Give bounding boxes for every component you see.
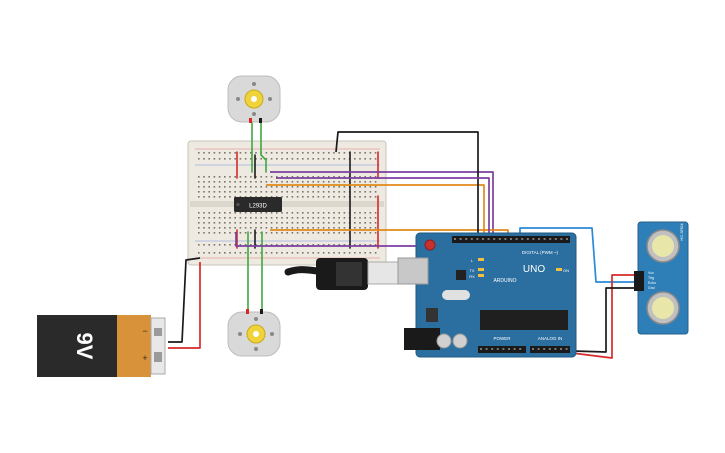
sensor-pin-gnd: Gnd xyxy=(648,286,655,290)
arduino-l-label: L xyxy=(471,258,474,263)
breadboard-holes xyxy=(198,152,377,254)
wire-battery-red xyxy=(168,262,201,349)
power-analog-header-pins xyxy=(480,348,568,350)
battery-voltage-label: 9V xyxy=(72,333,97,360)
arduino-rx-label: RX xyxy=(469,274,475,279)
arduino-on-label: ON xyxy=(563,268,569,273)
wire-blue-trig xyxy=(519,227,638,283)
dc-motor-bottom[interactable] xyxy=(227,309,281,357)
wire-black-long xyxy=(335,131,479,240)
wire-purple-3 xyxy=(276,177,490,240)
signal-wires xyxy=(168,131,638,359)
arduino-brand-label: ARDUINO xyxy=(493,278,516,284)
wire-red-vcc xyxy=(547,274,638,359)
sensor-pin-trig: Trig xyxy=(648,276,654,280)
ultrasonic-sensor[interactable]: HC-SR04 Vcc Trig Echo Gnd xyxy=(634,221,689,335)
arduino-tx-label: TX xyxy=(469,268,474,273)
arduino-power-label: POWER xyxy=(493,336,511,341)
wire-battery-black xyxy=(168,257,201,343)
l293d-chip[interactable]: L293D xyxy=(234,197,282,212)
sensor-model-label: HC-SR04 xyxy=(679,223,684,241)
wire-purple-1 xyxy=(270,171,494,240)
battery-plus-label: + xyxy=(142,353,147,363)
chip-label: L293D xyxy=(249,204,267,210)
dc-motor-top[interactable] xyxy=(227,75,281,123)
wire-motor-top-b xyxy=(260,119,267,173)
arduino-digital-label: DIGITAL (PWM ~) xyxy=(522,250,559,255)
arduino-model-label: UNO xyxy=(523,264,545,275)
digital-header-pins xyxy=(454,238,568,240)
battery-9v[interactable]: 9V − + xyxy=(37,315,166,377)
sensor-pin-vcc: Vcc xyxy=(648,271,654,275)
arduino-analog-label: ANALOG IN xyxy=(538,336,563,341)
sensor-pin-echo: Echo xyxy=(648,281,656,285)
wire-orange-1 xyxy=(266,184,485,240)
battery-minus-label: − xyxy=(142,326,147,336)
usb-plug-icon xyxy=(284,258,401,290)
arduino-uno-board[interactable]: DIGITAL (PWM ~) L TX RX UNO ARDUINO ON P… xyxy=(397,232,577,358)
